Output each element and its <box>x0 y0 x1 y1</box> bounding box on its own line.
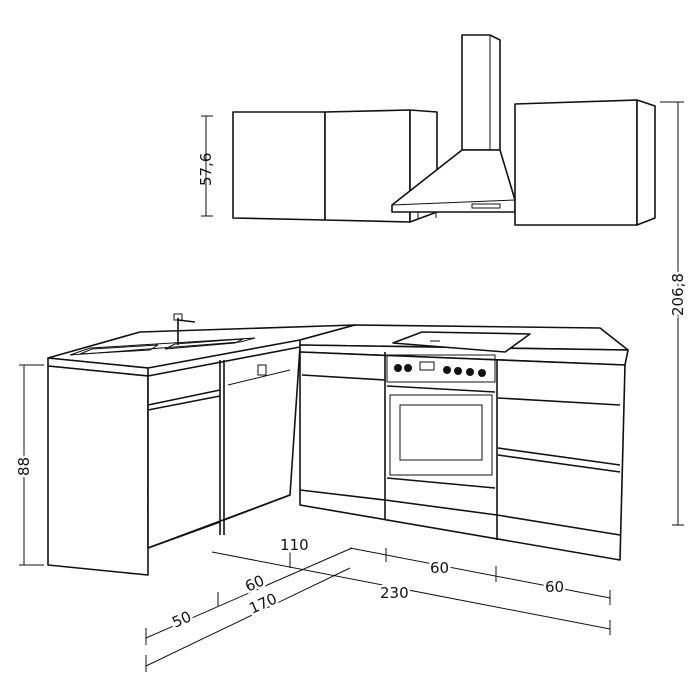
dim-50: 50 <box>169 607 194 631</box>
oven <box>386 354 496 489</box>
wall-cabinet-right <box>514 99 656 226</box>
dim-base-height: 88 <box>15 457 33 476</box>
base-run-right <box>299 324 629 561</box>
sink <box>69 313 256 356</box>
dim-60-right: 60 <box>545 578 564 596</box>
cooktop <box>392 331 531 353</box>
dim-wall-cabinet-height: 57,6 <box>197 153 215 186</box>
dim-60-oven: 60 <box>430 559 449 577</box>
dimension-lines <box>19 101 684 672</box>
dim-total-height: 206,8 <box>669 273 687 316</box>
base-run-left <box>47 324 356 576</box>
dim-110: 110 <box>280 536 309 554</box>
dim-230: 230 <box>380 584 409 602</box>
wall-cabinet-left <box>232 109 438 223</box>
dim-60-corner: 60 <box>242 571 267 595</box>
